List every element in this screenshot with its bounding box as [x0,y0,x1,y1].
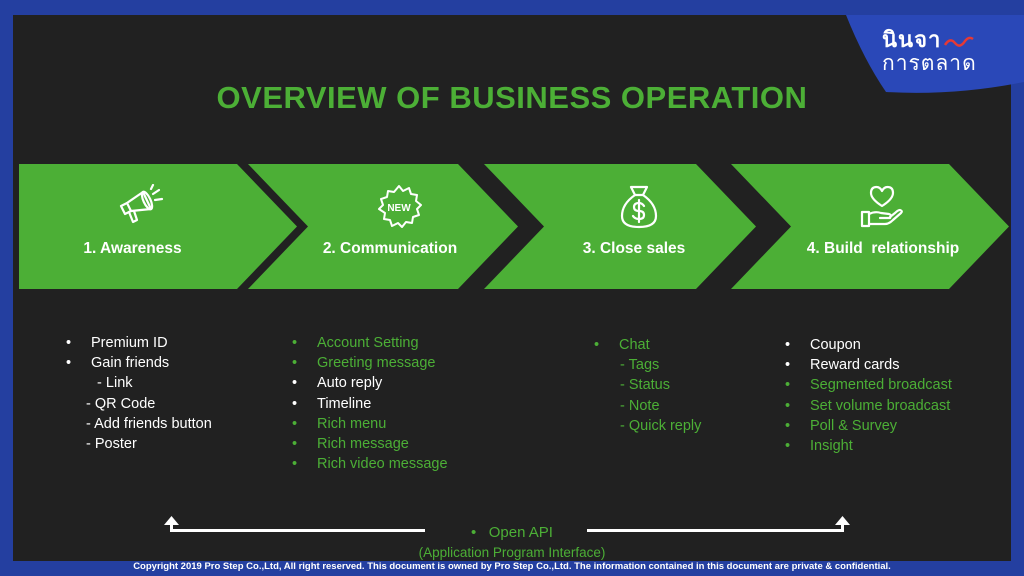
list-item: Rich message [292,434,448,454]
heart-hand-icon [860,185,903,228]
logo-line1: นินจา [882,28,942,53]
money-bag-icon [620,185,658,229]
logo-wave-icon [944,36,974,47]
communication-list: Account Setting Greeting message Auto re… [292,333,448,475]
list-item: Rich video message [292,454,448,474]
list-item: Insight [785,436,952,456]
awareness-list: Premium ID Gain friends - Link - QR Code… [66,333,212,454]
list-item: Reward cards [785,355,952,375]
list-item: Set volume broadcast [785,396,952,416]
list-item: - Tags [616,357,660,374]
open-api-sublabel: (Application Program Interface) [418,545,606,560]
chevron-step-3 [484,164,756,289]
chevron-step-2 [248,164,518,289]
list-item: Greeting message [292,353,448,373]
new-badge-icon: NEW [378,185,422,228]
api-arrow-right-line [587,529,844,532]
list-item: Rich menu [292,414,448,434]
copyright-footer: Copyright 2019 Pro Step Co.,Ltd, All rig… [133,561,891,572]
step-label-close-sales: 3. Close sales [582,240,686,257]
list-item: Account Setting [292,333,448,353]
arrow-up-icon [164,516,179,525]
list-item: - Link [89,375,133,392]
relationship-list: Coupon Reward cards Segmented broadcast … [785,335,952,456]
step-label-relationship: 4. Build relationship [806,240,960,257]
list-item: Segmented broadcast [785,375,952,395]
megaphone-icon [119,184,164,224]
open-api-label: • Open API [0,524,1024,541]
api-arrow-left-line [170,529,425,532]
chevron-step-4 [731,164,1009,289]
list-item: - Note [616,397,660,414]
arrow-up-icon [835,516,850,525]
logo-line2: การตลาด [882,51,977,75]
api-arrow-right-stem [841,523,844,532]
step-label-awareness: 1. Awareness [83,240,182,257]
page-title: OVERVIEW OF BUSINESS OPERATION [216,80,808,115]
api-arrow-left-stem [170,523,173,532]
chevron-step-1 [19,164,297,289]
list-item: Coupon [785,335,952,355]
list-item: Poll & Survey [785,416,952,436]
logo: นินจา การตลาด [882,28,977,75]
bullet: • [471,524,489,541]
new-badge-text: NEW [387,203,411,214]
open-api-text: Open API [488,524,553,541]
list-item: - Status [616,377,670,394]
list-item: - QR Code [82,395,156,412]
list-item: Gain friends [66,353,212,373]
list-item: Auto reply [292,373,448,393]
close-sales-list: Chat - Tags - Status - Note - Quick repl… [594,335,701,436]
list-item: - Add friends button [82,415,212,432]
list-item: Chat [594,335,701,355]
step-label-communication: 2. Communication [322,240,458,257]
logo-background [846,15,1024,93]
list-item: Premium ID [66,333,212,353]
list-item: - Poster [82,436,137,453]
list-item: - Quick reply [616,417,702,434]
list-item: Timeline [292,394,448,414]
